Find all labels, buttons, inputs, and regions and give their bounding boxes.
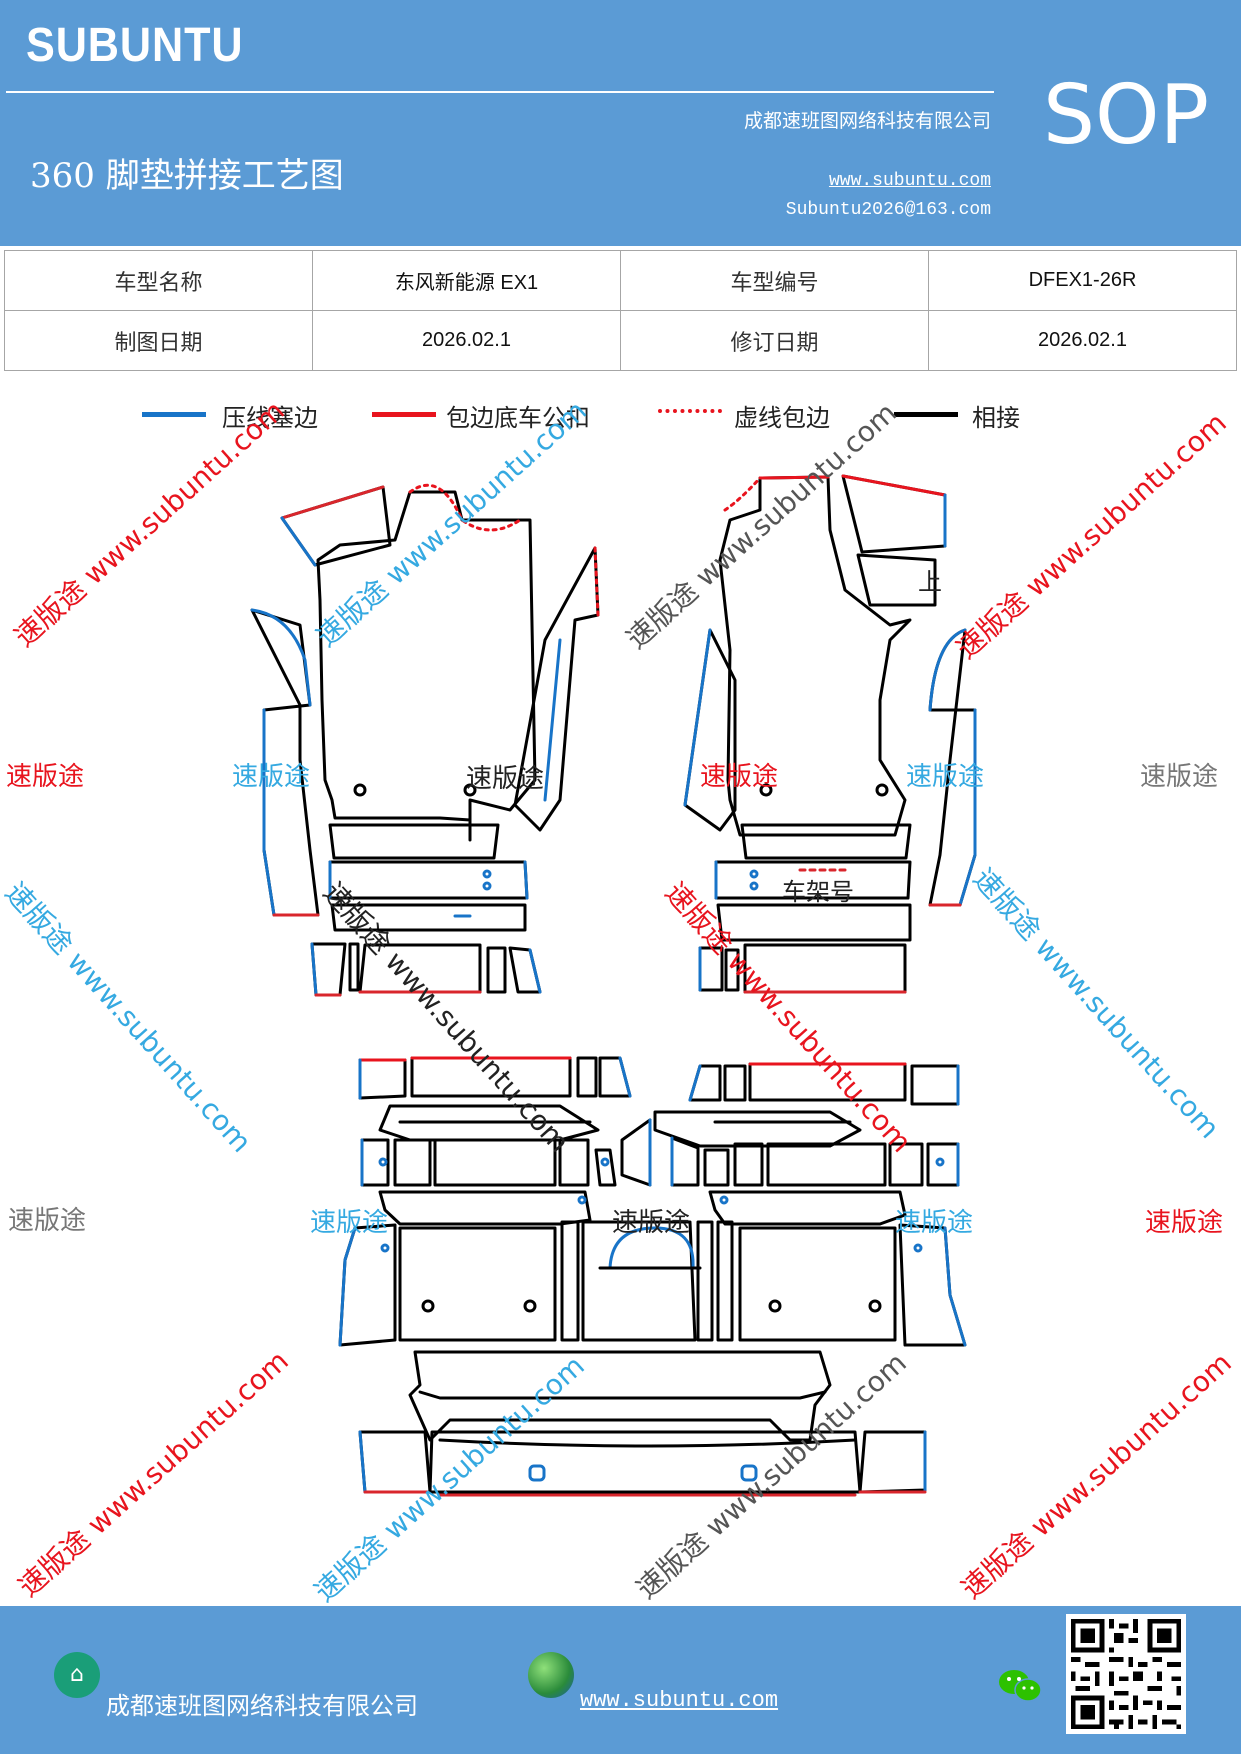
- legend-swatch-dotted: [658, 409, 722, 413]
- draw-date-label: 制图日期: [4, 310, 313, 371]
- mat-piece-group: [338, 1056, 967, 1497]
- header-banner: SUBUNTU 成都速班图网络科技有限公司 360 脚垫拼接工艺图 www.su…: [0, 0, 1241, 246]
- table-row: 制图日期 2026.02.1 修订日期 2026.02.1: [4, 310, 1237, 371]
- header-company: 成都速班图网络科技有限公司: [743, 110, 991, 132]
- legend-swatch-red: [372, 412, 436, 417]
- up-label: 上: [918, 568, 942, 596]
- watermark: 速版途: [310, 1208, 389, 1238]
- watermark: 速版途: [8, 1206, 87, 1236]
- legend-swatch-black: [894, 412, 958, 417]
- qr-code[interactable]: [1066, 1614, 1186, 1734]
- model-code-label: 车型编号: [620, 250, 929, 311]
- page-title: 360 脚垫拼接工艺图: [30, 156, 344, 196]
- watermark: 速版途: [232, 762, 311, 792]
- floor-mat-diagram: [250, 474, 977, 1497]
- model-name-value: 东风新能源 EX1: [312, 250, 621, 311]
- footer-banner: ⌂ 成都速班图网络科技有限公司 www.subuntu.com: [0, 1606, 1241, 1754]
- watermark: 速版途: [466, 764, 545, 794]
- header-website-link[interactable]: www.subuntu.com: [828, 171, 991, 191]
- watermark: 速版途: [6, 762, 85, 792]
- building-icon: ⌂: [54, 1652, 100, 1698]
- watermark: 速版途: [612, 1208, 691, 1238]
- model-name-label: 车型名称: [4, 250, 313, 311]
- globe-icon: [528, 1652, 574, 1698]
- header-divider: [6, 91, 994, 93]
- legend-label: 压线塞边: [222, 404, 318, 432]
- draw-date-value: 2026.02.1: [312, 310, 621, 371]
- brand-logo: SUBUNTU: [26, 19, 244, 72]
- table-row: 车型名称 东风新能源 EX1 车型编号 DFEX1-26R: [4, 250, 1237, 311]
- revise-date-value: 2026.02.1: [928, 310, 1237, 371]
- legend-label: 相接: [972, 404, 1020, 432]
- watermark: 速版途: [1145, 1208, 1224, 1238]
- watermark: 速版途: [895, 1208, 974, 1238]
- info-table: 车型名称 东风新能源 EX1 车型编号 DFEX1-26R 制图日期 2026.…: [4, 250, 1237, 371]
- model-code-value: DFEX1-26R: [928, 250, 1237, 311]
- legend-swatch-blue: [142, 412, 206, 417]
- watermark: 速版途: [700, 762, 779, 792]
- header-email: Subuntu2026@163.com: [785, 200, 991, 220]
- revise-date-label: 修订日期: [620, 310, 929, 371]
- wechat-icon: [999, 1670, 1042, 1702]
- legend-label: 包边底车公扣: [446, 404, 590, 432]
- legend-label: 虚线包边: [734, 404, 830, 432]
- footer-company: 成都速班图网络科技有限公司: [106, 1692, 418, 1720]
- mat-piece-group: [683, 474, 977, 994]
- watermark: 速版途: [1140, 762, 1219, 792]
- sop-label: SOP: [1043, 68, 1210, 163]
- watermark: 速版途: [906, 762, 985, 792]
- footer-website-link[interactable]: www.subuntu.com: [580, 1688, 779, 1713]
- mat-piece-group: [250, 483, 600, 997]
- frame-number-label: 车架号: [782, 878, 854, 906]
